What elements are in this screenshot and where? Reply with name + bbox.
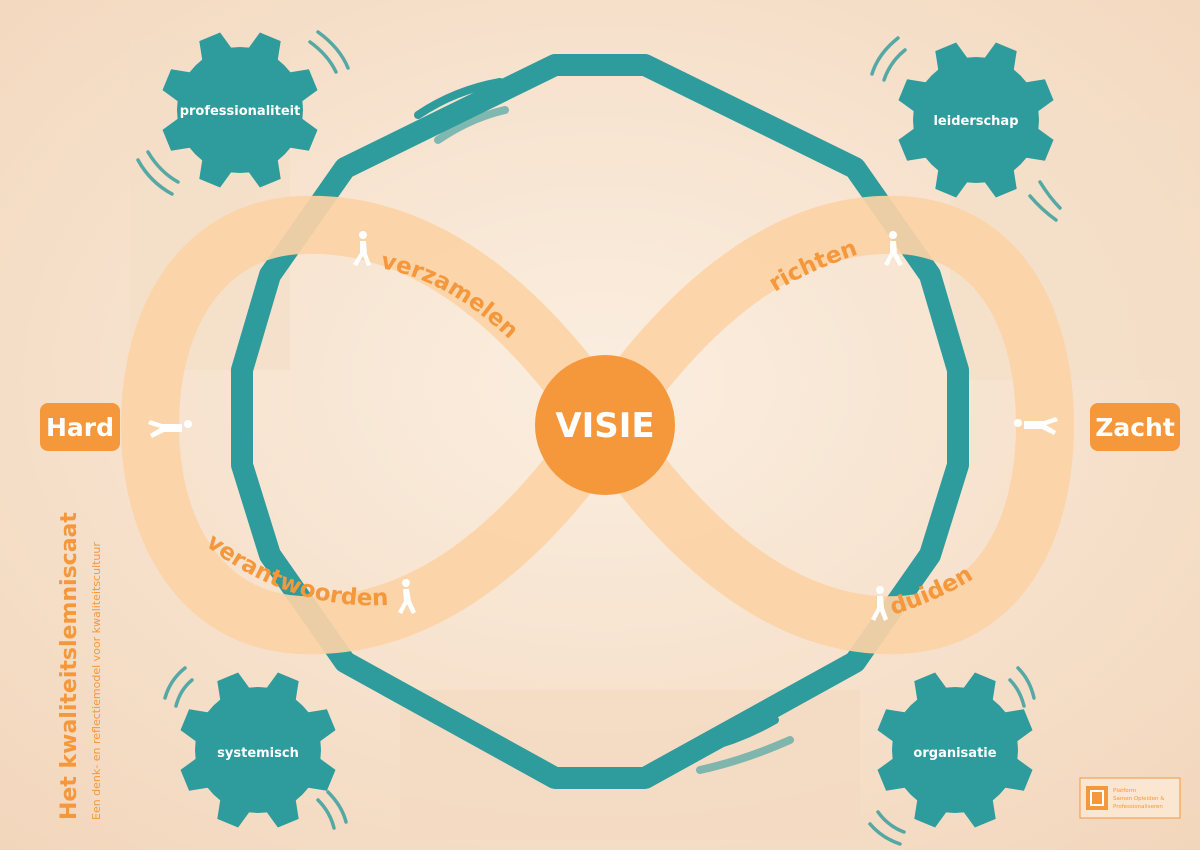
walking-person-icon	[353, 231, 371, 266]
logo-icon	[1086, 786, 1108, 810]
gear-shape	[898, 42, 1054, 198]
falling-person-icon	[1014, 417, 1058, 435]
gear-shape	[877, 672, 1033, 828]
hard-badge	[40, 403, 120, 451]
logo-line-1: Platform	[1113, 788, 1136, 794]
walking-person-icon	[884, 231, 903, 266]
background-shape	[400, 690, 860, 840]
walking-person-icon	[398, 579, 416, 614]
hard-label: Hard	[46, 413, 114, 442]
visie-label: VISIE	[555, 406, 654, 446]
zacht-badge	[1090, 403, 1180, 451]
walking-person-icon	[871, 586, 888, 621]
gear-shape	[180, 672, 336, 828]
logo-line-3: Professionaliseren	[1113, 804, 1163, 810]
visie-circle	[535, 355, 675, 495]
gear-label-systemisch: systemisch	[217, 746, 299, 761]
motion-lines-icon	[136, 30, 1062, 846]
title-block: Het kwaliteitslemniscaat Een denk- en re…	[57, 512, 103, 820]
gear-systemisch	[180, 672, 336, 828]
platform-logo: Platform Samen Opleiden & Professionalis…	[1079, 777, 1181, 819]
gear-leiderschap	[898, 42, 1054, 198]
falling-person-icon	[148, 420, 192, 438]
zacht-label: Zacht	[1095, 413, 1175, 442]
motion-lines-icon	[414, 78, 794, 774]
title-subtitle: Een denk- en reflectiemodel voor kwalite…	[90, 542, 103, 820]
gear-label-professionaliteit: professionaliteit	[180, 104, 301, 119]
logo-line-2: Samen Opleiden &	[1113, 796, 1165, 802]
gear-professionaliteit	[162, 32, 318, 188]
title-main: Het kwaliteitslemniscaat	[57, 512, 82, 820]
big-gear	[231, 54, 969, 789]
gear-shape	[162, 32, 318, 188]
gear-label-organisatie: organisatie	[913, 746, 996, 761]
gear-organisatie	[877, 672, 1033, 828]
gear-label-leiderschap: leiderschap	[933, 114, 1018, 129]
